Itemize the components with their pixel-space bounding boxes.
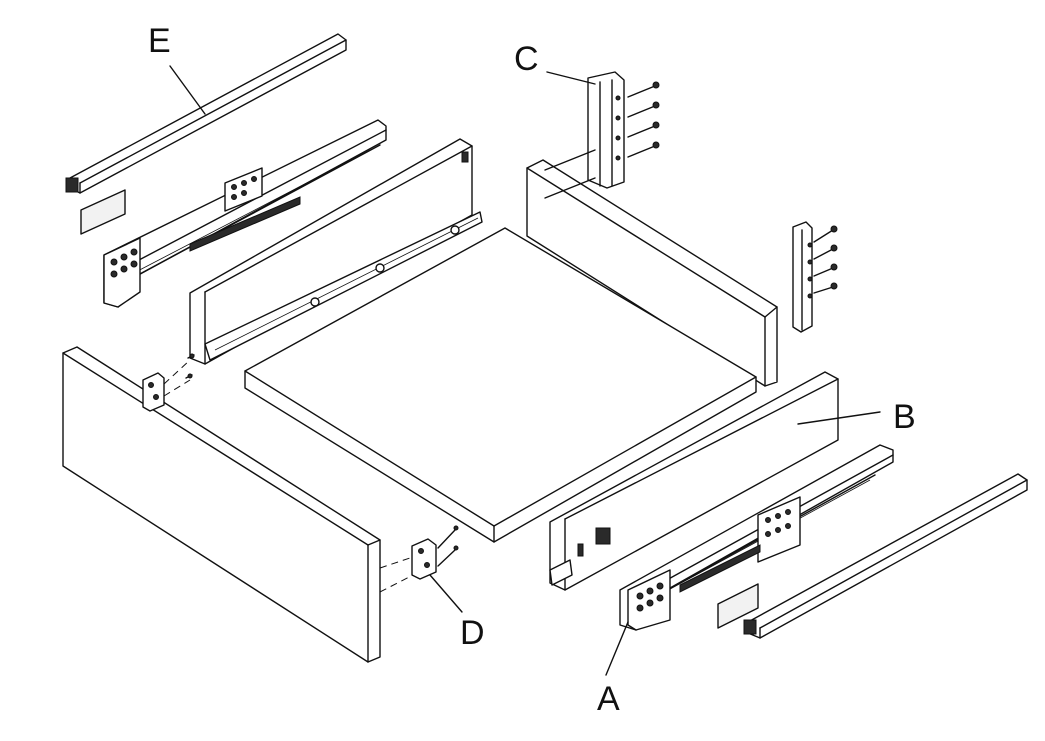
label-a: A [597,680,620,718]
drawer-bottom-panel [244,227,757,543]
back-panel [526,159,778,387]
rear-bracket-c [587,71,625,189]
front-bracket-d [379,525,459,593]
label-d: D [460,614,485,652]
front-bracket-left [142,353,195,412]
drawer-side-b [549,371,839,591]
leader-lines [169,65,881,676]
label-c: C [514,40,539,78]
label-e: E [148,22,171,60]
rail-lower [743,473,1028,639]
drawer-side-left [189,138,483,365]
runner-left [103,119,387,308]
rail-e [65,33,347,194]
cover-plate-right [717,583,759,629]
runner-a [619,444,894,631]
cover-plate-left [80,189,126,235]
rear-screws-c [544,81,660,199]
front-panel [62,346,381,663]
label-b: B [893,398,916,436]
rear-bracket-right [792,221,838,333]
